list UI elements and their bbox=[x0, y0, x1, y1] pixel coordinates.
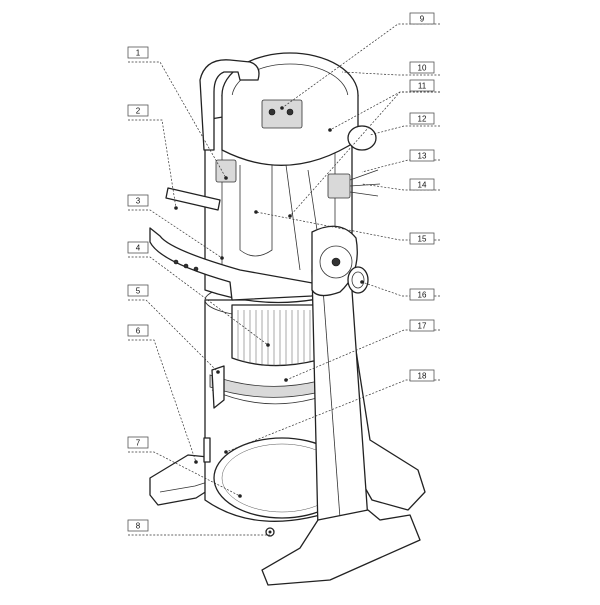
callout-13: 13 bbox=[409, 149, 435, 162]
callout-6: 6 bbox=[127, 324, 149, 337]
svg-text:15: 15 bbox=[418, 235, 427, 244]
callout-17: 17 bbox=[409, 319, 435, 332]
svg-text:8: 8 bbox=[136, 522, 141, 531]
svg-text:9: 9 bbox=[420, 15, 425, 24]
svg-text:17: 17 bbox=[418, 322, 427, 331]
callout-9: 9 bbox=[409, 12, 435, 25]
callout-10: 10 bbox=[409, 61, 435, 74]
callout-5: 5 bbox=[127, 284, 149, 297]
svg-text:7: 7 bbox=[136, 439, 141, 448]
callout-7: 7 bbox=[127, 436, 149, 449]
svg-text:2: 2 bbox=[136, 107, 141, 116]
svg-text:18: 18 bbox=[418, 372, 427, 381]
svg-text:12: 12 bbox=[418, 115, 427, 124]
svg-text:16: 16 bbox=[418, 291, 427, 300]
svg-text:1: 1 bbox=[136, 49, 141, 58]
dust-extractor-illustration bbox=[149, 52, 426, 586]
svg-text:4: 4 bbox=[136, 244, 141, 253]
callout-labels: 1 2 3 4 5 6 7 8 9 10 11 12 13 14 15 16 1… bbox=[127, 12, 435, 532]
callout-2: 2 bbox=[127, 104, 149, 117]
callout-18: 18 bbox=[409, 369, 435, 382]
callout-12: 12 bbox=[409, 112, 435, 125]
svg-text:14: 14 bbox=[418, 181, 427, 190]
callout-1: 1 bbox=[127, 46, 149, 59]
callout-8: 8 bbox=[127, 519, 149, 532]
callout-16: 16 bbox=[409, 288, 435, 301]
svg-text:6: 6 bbox=[136, 327, 141, 336]
svg-text:10: 10 bbox=[418, 64, 427, 73]
svg-text:11: 11 bbox=[418, 82, 427, 91]
callout-14: 14 bbox=[409, 178, 435, 191]
svg-text:13: 13 bbox=[418, 152, 427, 161]
svg-text:5: 5 bbox=[136, 287, 141, 296]
svg-text:3: 3 bbox=[136, 197, 141, 206]
callout-11: 11 bbox=[409, 79, 435, 92]
callout-3: 3 bbox=[127, 194, 149, 207]
callout-4: 4 bbox=[127, 241, 149, 254]
callout-15: 15 bbox=[409, 232, 435, 245]
